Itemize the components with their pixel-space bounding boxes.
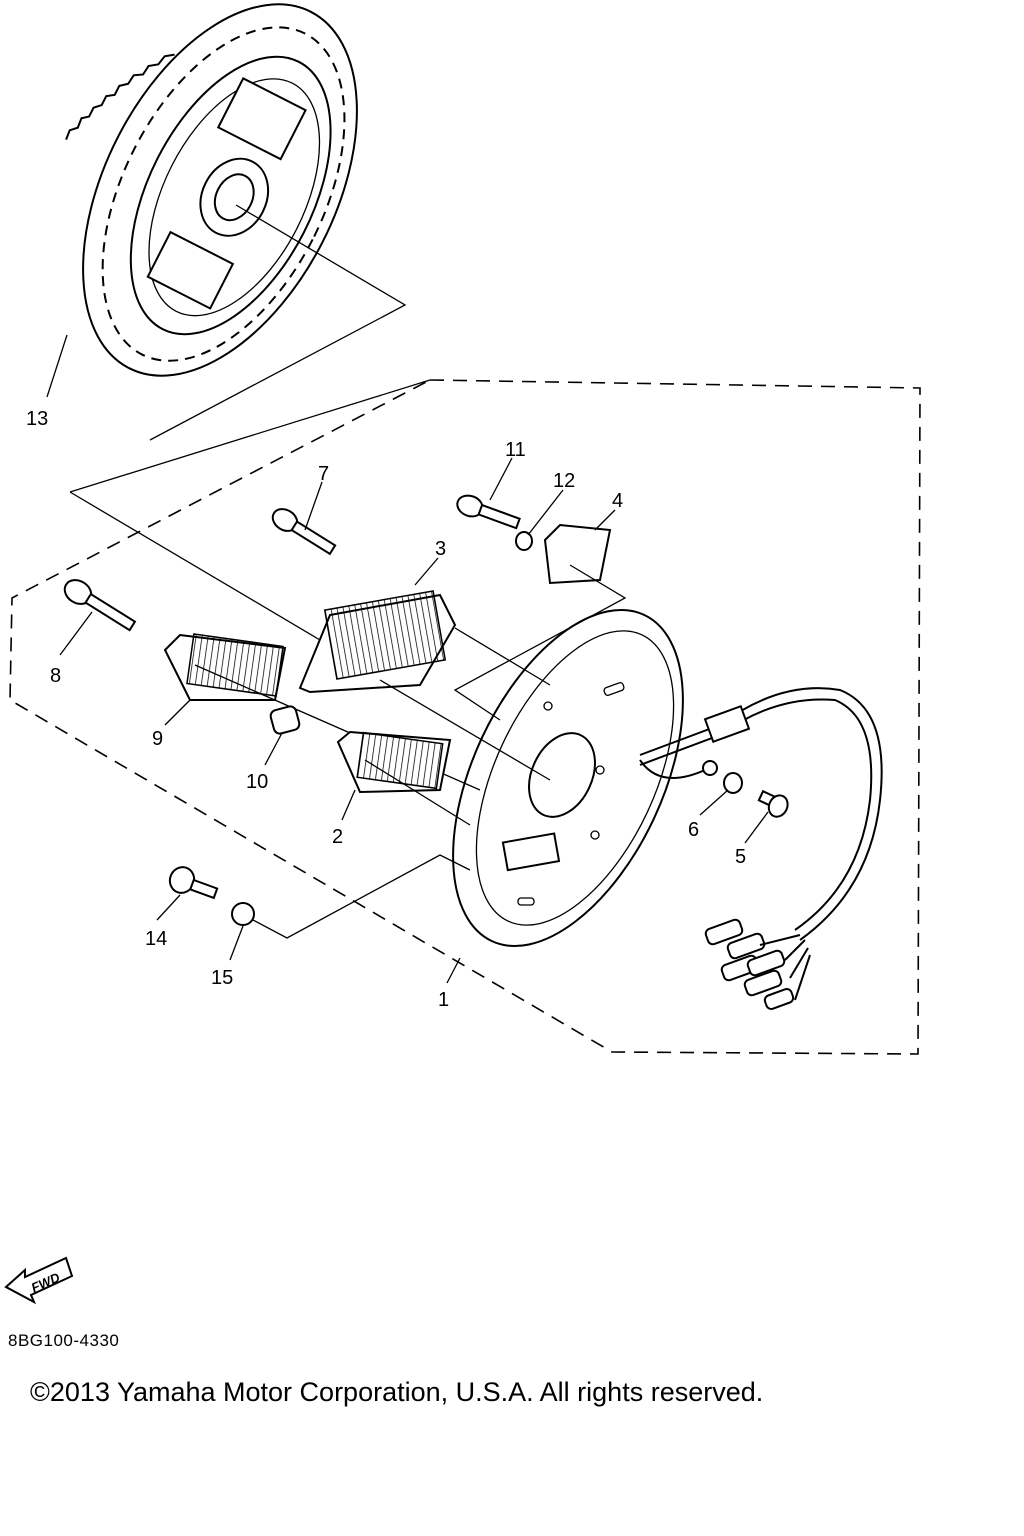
callout-10: 10 (246, 771, 268, 793)
callout-labels: 13 11 12 7 4 3 8 9 10 2 6 5 14 15 1 (26, 408, 746, 1011)
callout-3: 3 (435, 538, 446, 560)
callout-2: 2 (332, 826, 343, 848)
callout-14: 14 (145, 928, 167, 950)
callout-1: 1 (438, 989, 449, 1011)
forward-arrow-icon: FWD (4, 1256, 74, 1305)
callout-12: 12 (553, 470, 575, 492)
callout-6: 6 (688, 819, 699, 841)
callout-5: 5 (735, 846, 746, 868)
copyright-notice: ©2013 Yamaha Motor Corporation, U.S.A. A… (30, 1377, 764, 1407)
callout-4: 4 (612, 490, 623, 512)
flywheel-rotor-illustration (65, 3, 407, 441)
callout-11: 11 (505, 439, 526, 461)
callout-leader-lines (46, 334, 769, 984)
diagram-code: 8BG100-4330 (8, 1331, 120, 1350)
callout-9: 9 (152, 728, 163, 750)
callout-15: 15 (211, 967, 233, 989)
stator-assembly-illustration (9, 379, 921, 1055)
callout-8: 8 (50, 665, 61, 687)
callout-7: 7 (318, 463, 329, 485)
callout-13: 13 (26, 408, 48, 430)
